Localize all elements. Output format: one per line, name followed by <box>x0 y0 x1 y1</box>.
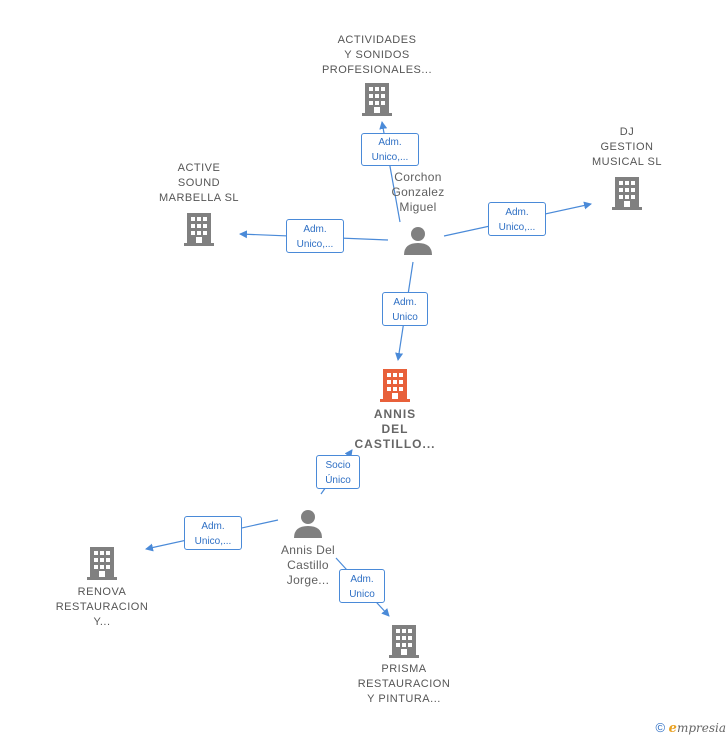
building-icon <box>612 177 642 210</box>
node-renova[interactable]: RENOVA RESTAURACION Y... <box>46 546 158 630</box>
brand-logo-text: mpresia <box>676 721 726 735</box>
edge-label-corchon-actividades[interactable]: Adm. Unico,... <box>361 133 419 166</box>
node-label: ANNIS DEL CASTILLO... <box>354 407 436 451</box>
footer-watermark: © empresia <box>655 720 726 736</box>
node-active-sound[interactable]: ACTIVE SOUND MARBELLA SL <box>140 161 258 246</box>
building-icon <box>184 213 214 246</box>
brand-logo-initial: e <box>668 721 677 736</box>
node-actividades[interactable]: ACTIVIDADES Y SONIDOS PROFESIONALES... <box>312 33 442 116</box>
edge-label-corchon-dj-gestion[interactable]: Adm. Unico,... <box>488 202 546 236</box>
edge-label-corchon-active-sound[interactable]: Adm. Unico,... <box>286 219 344 253</box>
node-label: ACTIVIDADES Y SONIDOS PROFESIONALES... <box>321 34 433 76</box>
building-icon <box>87 547 117 580</box>
building-icon <box>380 369 410 402</box>
node-label: DJ GESTION MUSICAL SL <box>591 126 662 168</box>
node-label: Corchon Gonzalez Miguel <box>391 170 445 214</box>
edge-label-annis-person-prisma[interactable]: Adm. Unico <box>339 569 385 603</box>
node-label: ACTIVE SOUND MARBELLA SL <box>158 162 240 204</box>
node-annis-person[interactable]: Annis Del Castillo Jorge... <box>268 508 348 588</box>
node-label: PRISMA RESTAURACION Y PINTURA... <box>357 663 451 705</box>
node-dj-gestion[interactable]: DJ GESTION MUSICAL SL <box>572 125 682 210</box>
person-icon <box>404 227 432 255</box>
edge-label-corchon-annis-company[interactable]: Adm. Unico <box>382 292 428 326</box>
building-icon <box>389 625 419 658</box>
node-label: Annis Del Castillo Jorge... <box>280 543 336 587</box>
node-prisma[interactable]: PRISMA RESTAURACION Y PINTURA... <box>344 624 464 707</box>
copyright-symbol: © <box>655 720 666 735</box>
node-label: RENOVA RESTAURACION Y... <box>55 586 149 628</box>
node-annis-company[interactable]: ANNIS DEL CASTILLO... <box>340 368 450 452</box>
building-icon <box>362 83 392 116</box>
edge-label-annis-person-company[interactable]: Socio Único <box>316 455 360 489</box>
node-corchon[interactable]: Corchon Gonzalez Miguel <box>378 170 458 255</box>
person-icon <box>294 510 322 538</box>
edge-label-annis-person-renova[interactable]: Adm. Unico,... <box>184 516 242 550</box>
